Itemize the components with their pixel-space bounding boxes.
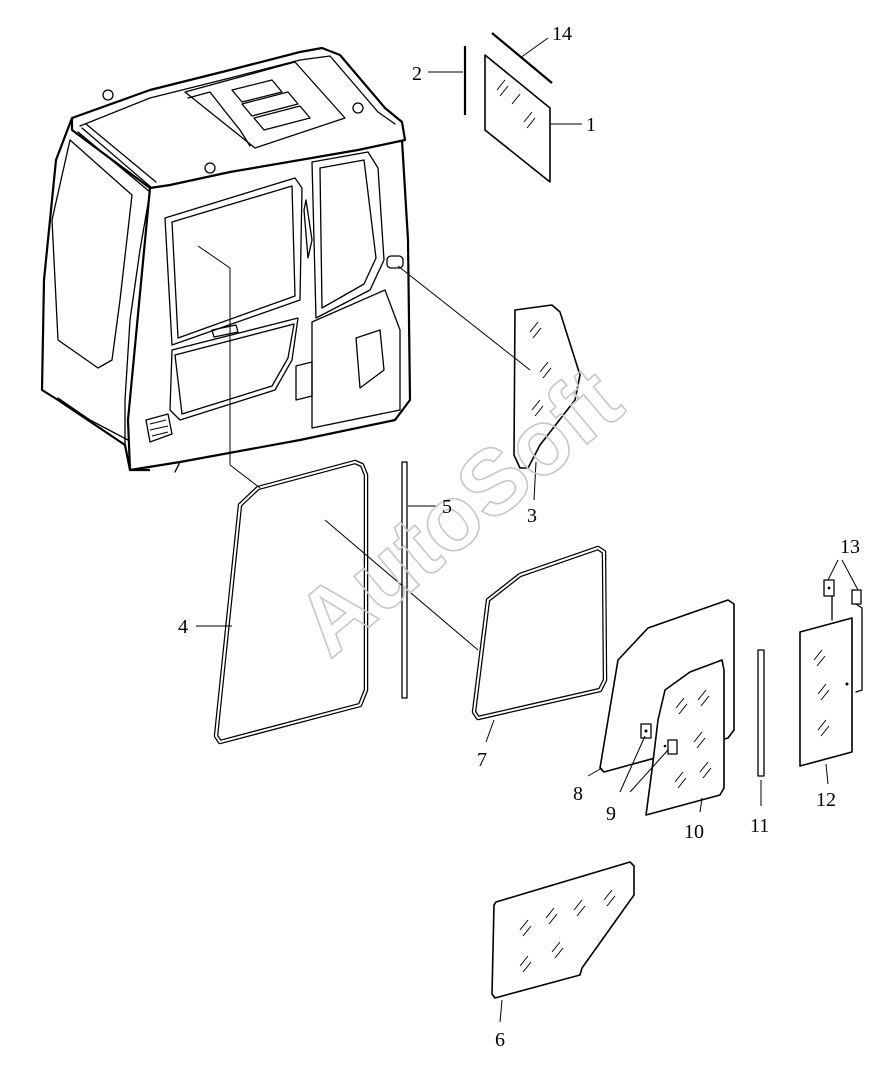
part-7-window-seal <box>471 545 608 721</box>
callout-13: 13 <box>840 536 860 558</box>
part-11-strip <box>757 649 765 777</box>
callout-11: 11 <box>750 815 769 837</box>
callout-4: 4 <box>178 616 188 638</box>
part-4-door-seal <box>213 459 369 745</box>
callout-8: 8 <box>573 783 583 805</box>
callout-labels: 1 2 3 4 5 6 7 8 9 10 11 12 13 14 <box>178 23 860 1051</box>
callout-12: 12 <box>816 789 836 811</box>
part-1-roof-glass <box>484 54 551 183</box>
part-6-front-lower-glass <box>491 861 635 999</box>
part-12-rear-glass <box>799 617 853 767</box>
callout-1: 1 <box>586 114 596 136</box>
part-5-strip <box>401 461 408 699</box>
leader-lines <box>196 37 859 1023</box>
cab-assembly <box>40 46 412 473</box>
part-9-clips <box>640 723 678 755</box>
callout-14: 14 <box>552 23 572 45</box>
callout-7: 7 <box>477 749 487 771</box>
callout-5: 5 <box>442 496 452 518</box>
watermark-text: AutoSoft <box>277 348 640 676</box>
callout-3: 3 <box>527 505 537 527</box>
callout-2: 2 <box>412 63 422 85</box>
callout-10: 10 <box>684 821 704 843</box>
part-3-rear-side-glass <box>513 304 581 469</box>
part-14-strip <box>491 32 553 84</box>
part-13-clips <box>823 579 863 693</box>
callout-9: 9 <box>606 803 616 825</box>
callout-6: 6 <box>495 1029 505 1051</box>
part-10-sliding-glass <box>645 659 725 816</box>
